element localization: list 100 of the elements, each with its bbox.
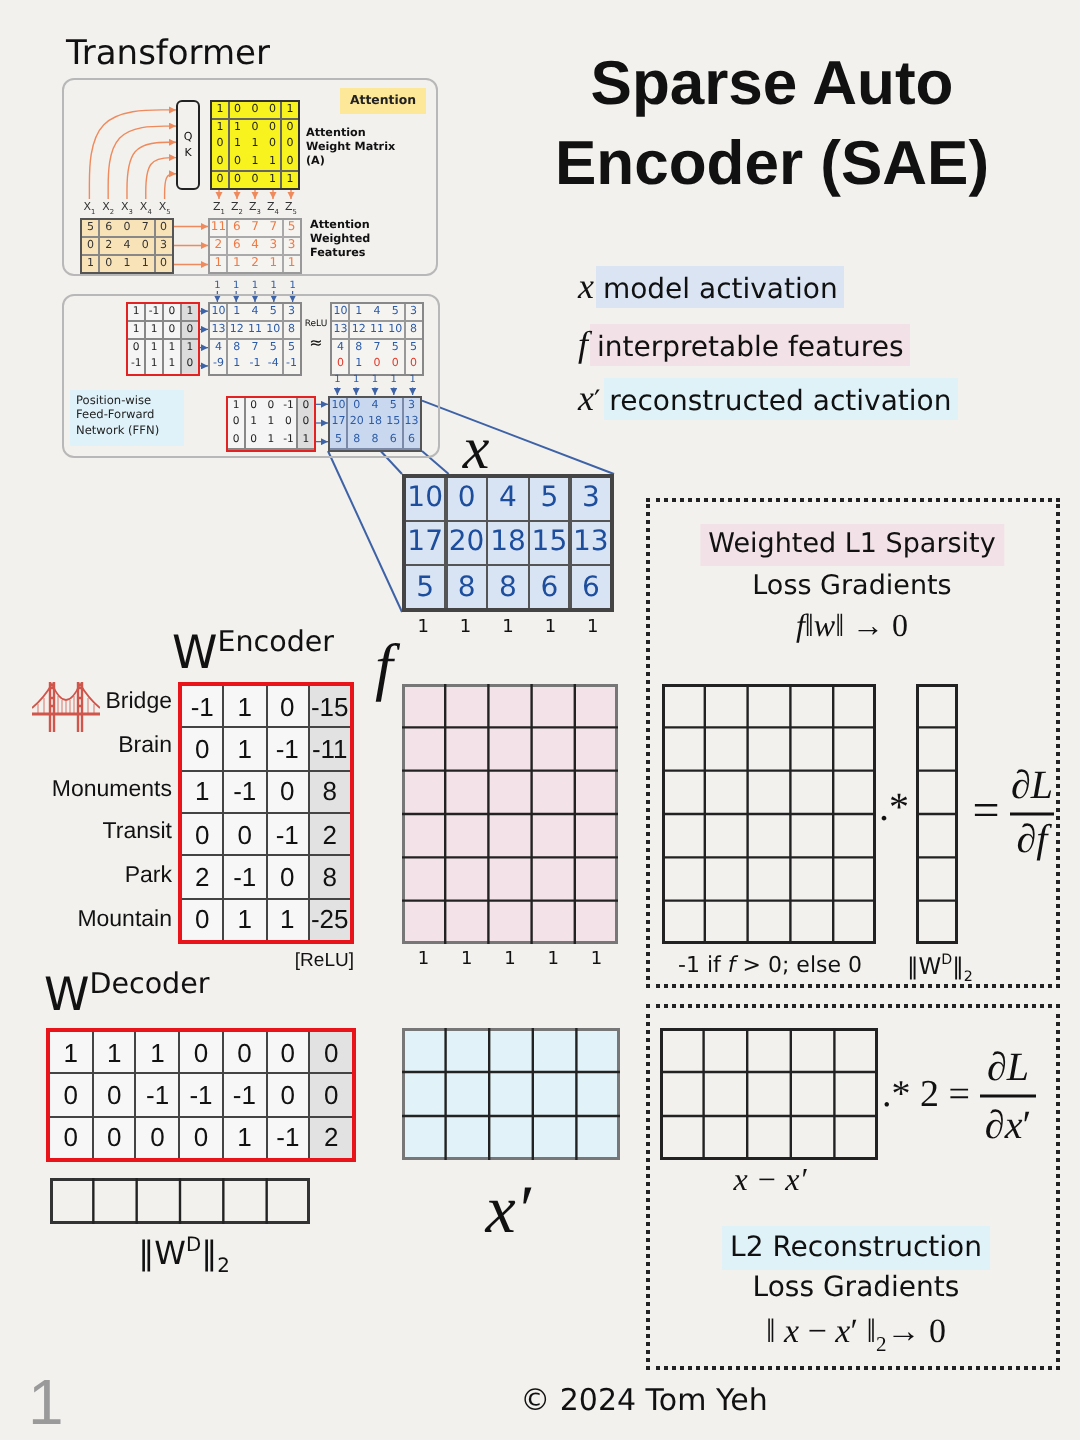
arrow — [409, 387, 417, 396]
arrow — [289, 290, 297, 303]
one-label: 1 — [504, 950, 516, 972]
zoom-line — [421, 399, 615, 475]
diagram-title: Sparse Auto Encoder (SAE) — [552, 46, 992, 202]
matrix-cell: 1 — [224, 899, 265, 940]
panel-title: Transformer — [66, 32, 271, 78]
matrix-cell: 0 — [267, 686, 308, 727]
matrix-cell: -1 — [136, 1074, 179, 1116]
operator: .* — [879, 786, 909, 830]
arrow — [315, 400, 329, 408]
matrix-cell: -1 — [180, 1074, 222, 1116]
one-label: 1 — [547, 950, 559, 972]
decoder-weight-matrix — [46, 1028, 356, 1162]
difference-matrix — [660, 1028, 878, 1160]
matrix-cell: 0 — [447, 478, 486, 520]
one-label: 1 — [459, 618, 472, 640]
matrix-cell: 5 — [406, 566, 445, 608]
reconstruction-matrix — [402, 1028, 620, 1160]
arrow — [269, 189, 277, 200]
matrix-cell: -1 — [223, 1074, 266, 1116]
ffn-panel — [62, 294, 440, 458]
matrix-cell: 0 — [267, 1074, 309, 1116]
page-number: 1 — [28, 1368, 64, 1436]
matrix-symbol: x′ — [485, 1176, 531, 1248]
matrix-cell: 20 — [447, 522, 486, 564]
row-label: Monuments — [51, 775, 172, 806]
one-label: 1 — [417, 618, 429, 640]
fraction-numerator: ∂L — [987, 1044, 1029, 1092]
loss-formula: f‖w‖ → 0 — [795, 608, 909, 648]
norm-vector — [50, 1178, 310, 1224]
arrow — [199, 307, 209, 315]
hidden-matrix — [330, 302, 424, 375]
one-label: 1 — [590, 950, 603, 972]
arrow — [145, 154, 177, 200]
arrow — [199, 362, 209, 370]
arrow — [213, 290, 221, 303]
matrix-symbol: x — [460, 426, 492, 474]
arrow — [107, 122, 177, 200]
panel-heading: Loss Gradients — [752, 1270, 960, 1308]
matrix-cell: 1 — [136, 1032, 179, 1073]
row-label: Mountain — [77, 906, 172, 937]
weighted-feature-matrix — [208, 217, 302, 274]
one-label: 1 — [587, 618, 599, 640]
matrix-cell: 2 — [310, 1117, 352, 1158]
arrow — [270, 290, 278, 303]
matrix-cell: 10 — [406, 478, 445, 520]
arrow — [251, 290, 259, 303]
zoom-line — [421, 450, 450, 475]
matrix-cell: 8 — [447, 566, 486, 608]
arrow — [390, 387, 398, 396]
matrix-cell: 0 — [224, 814, 265, 855]
arrow — [199, 344, 209, 352]
matrix-cell: -1 — [267, 814, 308, 855]
operator: ≈ — [309, 334, 323, 352]
matrix-cell: 2 — [309, 814, 350, 855]
matrix-cell: 1 — [267, 899, 308, 940]
zoom-line — [379, 450, 403, 475]
operator: .* 2 = — [882, 1072, 970, 1120]
activation-matrix — [402, 474, 614, 612]
fraction-denominator: ∂x′ — [984, 1102, 1032, 1152]
matrix-cell: 8 — [309, 771, 350, 812]
fraction-denominator: ∂f — [1016, 816, 1048, 864]
matrix-caption: ‖W$^{D}$‖$_{2}$ — [138, 1232, 230, 1278]
matrix-cell: 0 — [182, 728, 223, 770]
matrix-cell: 1 — [224, 728, 265, 770]
matrix-cell: 0 — [267, 771, 308, 812]
weight-matrix — [126, 302, 200, 375]
matrix-cell: 0 — [267, 1032, 309, 1073]
matrix-cell: 0 — [93, 1074, 135, 1116]
matrix-cell: 18 — [488, 522, 528, 564]
matrix-cell: 0 — [180, 1117, 222, 1158]
matrix-cell: 0 — [182, 814, 223, 855]
loss-panel — [646, 498, 1060, 988]
matrix-title: W$^{Encoder}$ — [172, 626, 335, 682]
row-label: Brain — [118, 731, 172, 762]
matrix-cell: 0 — [223, 1032, 266, 1073]
matrix-cell: 2 — [182, 856, 223, 898]
matrix-cell: 8 — [309, 856, 350, 898]
row-label: Transit — [102, 818, 172, 849]
matrix-cell: 0 — [182, 899, 223, 940]
arrow — [173, 241, 209, 250]
loss-formula: ‖ x − x′ ‖$_{2}$→ 0 — [766, 1310, 946, 1354]
zoom-line — [327, 450, 403, 613]
loss-panel — [646, 1004, 1060, 1370]
one-label: 1 — [544, 618, 557, 640]
weight-matrix — [226, 395, 316, 451]
arrow — [371, 387, 379, 396]
matrix-cell: -15 — [309, 686, 350, 727]
hidden-matrix — [208, 302, 302, 375]
arrow — [287, 189, 295, 200]
arrow — [315, 419, 329, 427]
matrix-caption: ‖W$^{D}$‖$_{2}$ — [907, 950, 973, 982]
matrix-cell: 17 — [406, 522, 445, 564]
matrix-cell: 6 — [530, 566, 569, 608]
feature-matrix — [402, 684, 618, 944]
arrow — [315, 438, 329, 446]
matrix-caption: x − x′ — [733, 1164, 807, 1200]
matrix-cell: 0 — [136, 1117, 179, 1158]
arrow — [173, 260, 209, 269]
